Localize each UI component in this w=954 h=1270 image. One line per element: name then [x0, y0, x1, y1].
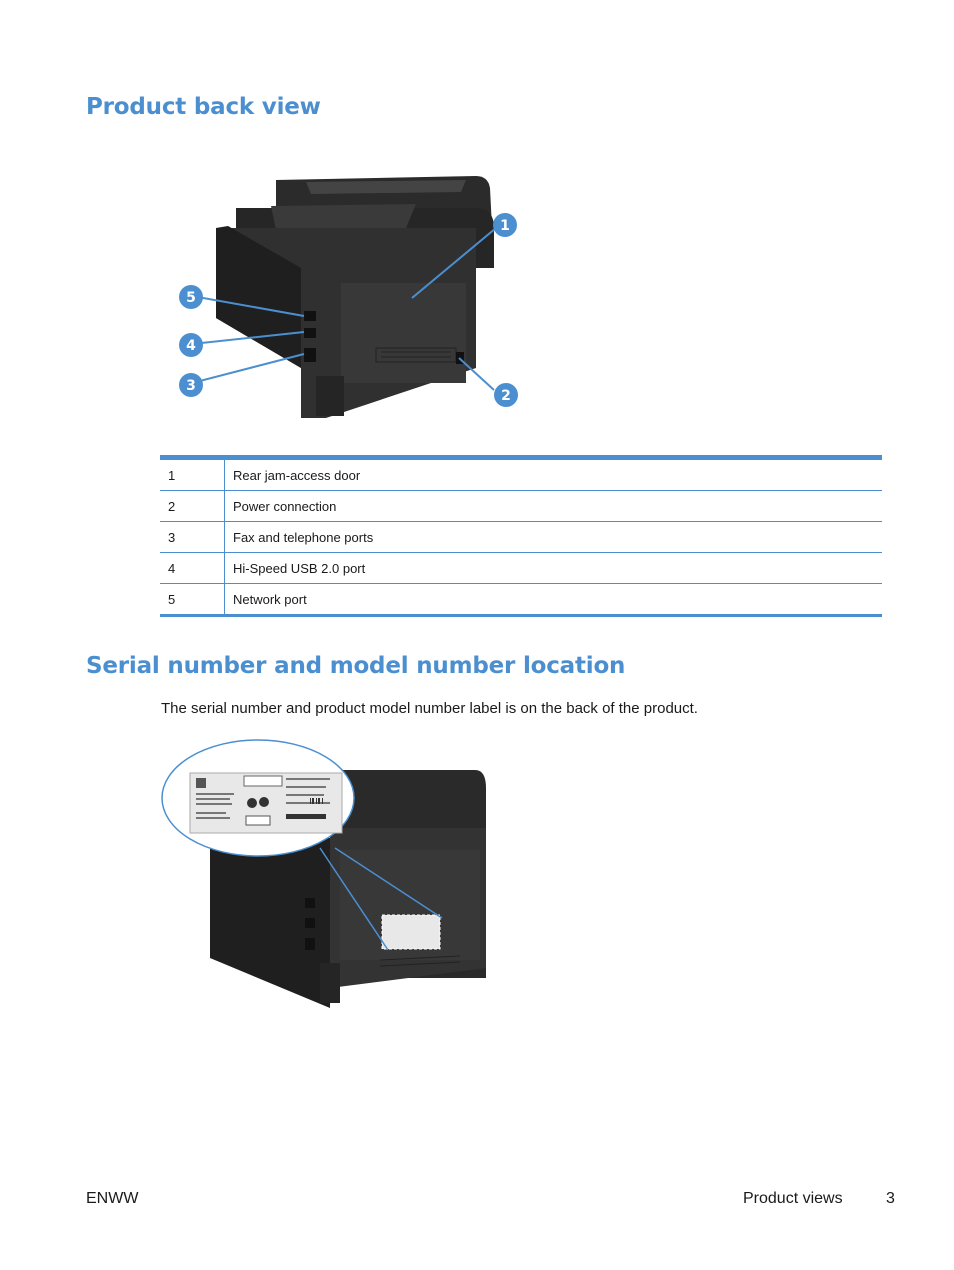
svg-text:1: 1: [500, 218, 510, 234]
intro-paragraph: The serial number and product model numb…: [161, 700, 698, 717]
callout-description: Hi-Speed USB 2.0 port: [224, 552, 882, 584]
callout-description: Network port: [233, 591, 307, 607]
callout-number: 1: [160, 457, 225, 491]
table-row: 2 Power connection: [160, 490, 882, 522]
callout-description: Power connection: [224, 490, 882, 522]
callout-table: 1 Rear jam-access door 2 Power connectio…: [160, 455, 882, 617]
section-title-back-view: Product back view: [86, 94, 321, 120]
callout-3: 3: [179, 373, 203, 397]
table-row: 1 Rear jam-access door: [160, 457, 882, 491]
svg-text:4: 4: [186, 338, 196, 354]
section-title-serial-number: Serial number and model number location: [86, 653, 626, 679]
callout-number: 5: [160, 583, 225, 616]
table-row: 5 Network port: [160, 583, 882, 616]
callout-1: 1: [493, 213, 517, 237]
svg-text:5: 5: [186, 290, 196, 306]
footer-language-code: ENWW: [86, 1190, 139, 1207]
footer-section-name: Product views: [743, 1190, 843, 1207]
callout-description: Rear jam-access door: [224, 457, 882, 491]
callout-number: 4: [160, 552, 225, 584]
callout-description: Fax and telephone ports: [224, 521, 882, 553]
serial-label-location-figure: [161, 739, 486, 1008]
svg-text:3: 3: [186, 378, 196, 394]
callout-5: 5: [179, 285, 203, 309]
callout-number: 2: [160, 490, 225, 522]
table-row: 4 Hi-Speed USB 2.0 port: [160, 552, 882, 584]
svg-text:2: 2: [501, 388, 511, 404]
callout-2: 2: [494, 383, 518, 407]
callout-number: 3: [160, 521, 225, 553]
printer-back-view-figure: 1 2 3 4 5: [179, 176, 518, 418]
callout-4: 4: [179, 333, 203, 357]
table-row: 3 Fax and telephone ports: [160, 521, 882, 553]
footer-page-number: 3: [886, 1190, 895, 1207]
